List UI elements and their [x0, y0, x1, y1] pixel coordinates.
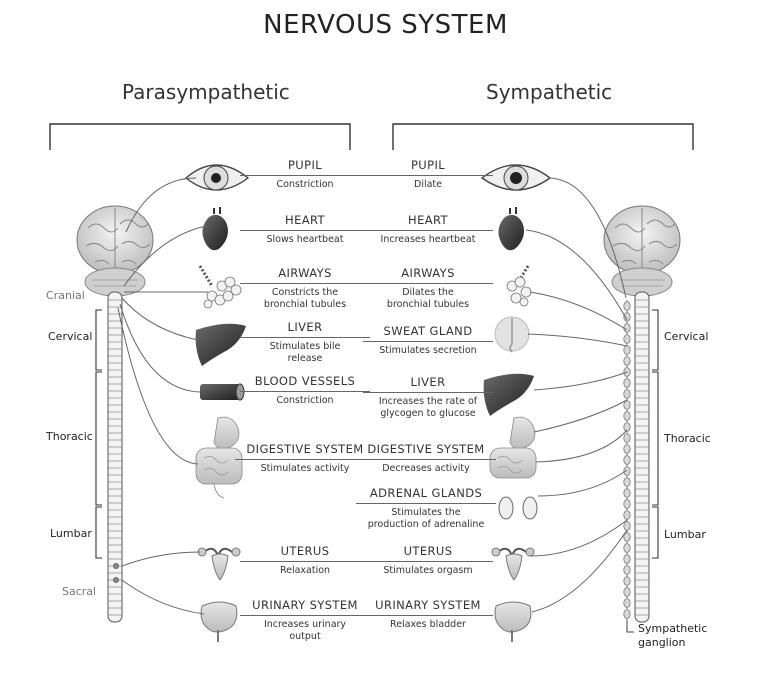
region-lumbar-label-right: Lumbar: [664, 528, 706, 541]
sympathetic-ganglion-node: [623, 488, 631, 498]
sympathetic-ganglion-node: [623, 334, 631, 344]
left-eye-icon: [184, 164, 250, 191]
sympathetic-ganglion-node: [623, 422, 631, 432]
blood-vessel-icon: [200, 383, 245, 401]
sympathetic-ganglion-node: [623, 532, 631, 542]
sympathetic-ganglion-node: [623, 411, 631, 421]
sympathetic-region-brackets: [652, 309, 659, 559]
right-heart-icon: [498, 207, 524, 251]
parasympathetic-heading: Parasympathetic: [122, 80, 290, 104]
sympathetic-ganglion-node: [623, 455, 631, 465]
region-thoracic-label-right: Thoracic: [664, 432, 711, 445]
right-liver-icon: [483, 373, 534, 416]
ganglion-pointer: [626, 620, 634, 633]
sympathetic-bracket: [392, 123, 694, 150]
sympathetic-ganglion-node: [623, 521, 631, 531]
sympathetic-ganglion-node: [623, 576, 631, 586]
sympathetic-ganglion-node: [623, 554, 631, 564]
left-heart-icon: [202, 207, 228, 251]
region-cervical-label-right: Cervical: [664, 330, 709, 343]
sympathetic-ganglion-node: [623, 444, 631, 454]
sympathetic-brain-icon: [603, 205, 681, 297]
left-bladder-icon: [200, 601, 238, 642]
region-cervical-label-left: Cervical: [48, 330, 93, 343]
left-liver-icon: [195, 323, 246, 366]
region-lumbar-label-left: Lumbar: [50, 527, 92, 540]
parasympathetic-spinal-cord: [107, 291, 123, 623]
sympathetic-ganglion-node: [623, 543, 631, 553]
parasympathetic-nerves: [113, 177, 208, 615]
sympathetic-ganglion-node: [623, 598, 631, 608]
left-airways-icon: [198, 265, 242, 309]
sympathetic-ganglion-node: [623, 466, 631, 476]
parasympathetic-brain-icon: [76, 205, 154, 297]
sympathetic-ganglion-label: Sympathetic ganglion: [638, 622, 708, 649]
right-uterus-icon: [491, 547, 535, 581]
region-cranial-label: Cranial: [46, 289, 85, 302]
right-airways-icon: [506, 265, 532, 307]
region-sacral-label: Sacral: [62, 585, 97, 598]
parasympathetic-region-brackets: [95, 309, 102, 559]
sympathetic-ganglion-node: [623, 389, 631, 399]
sympathetic-chain: [623, 300, 631, 622]
sympathetic-nerves: [525, 177, 628, 613]
sympathetic-ganglion-node: [623, 301, 631, 311]
sympathetic-ganglion-node: [623, 510, 631, 520]
region-thoracic-label-left: Thoracic: [46, 430, 93, 443]
sympathetic-heading: Sympathetic: [486, 80, 613, 104]
left-digestive-icon: [195, 416, 243, 499]
parasympathetic-bracket: [49, 123, 351, 150]
sympathetic-ganglion-node: [623, 312, 631, 322]
sympathetic-ganglion-node: [623, 345, 631, 355]
sweat-gland-icon: [494, 316, 530, 353]
sympathetic-ganglion-node: [623, 477, 631, 487]
sympathetic-ganglion-node: [623, 499, 631, 509]
left-uterus-icon: [197, 547, 241, 581]
adrenal-glands-icon: [498, 496, 538, 520]
sympathetic-ganglion-node: [623, 400, 631, 410]
sympathetic-ganglion-node: [623, 587, 631, 597]
sympathetic-ganglion-node: [623, 356, 631, 366]
right-bladder-icon: [494, 601, 532, 642]
sympathetic-ganglion-node: [623, 433, 631, 443]
sympathetic-ganglion-node: [623, 565, 631, 575]
page-title: NERVOUS SYSTEM: [263, 10, 508, 40]
sympathetic-ganglion-node: [623, 609, 631, 619]
right-digestive-icon: [489, 416, 537, 479]
sympathetic-spinal-cord: [634, 291, 650, 623]
sympathetic-ganglion-node: [623, 378, 631, 388]
